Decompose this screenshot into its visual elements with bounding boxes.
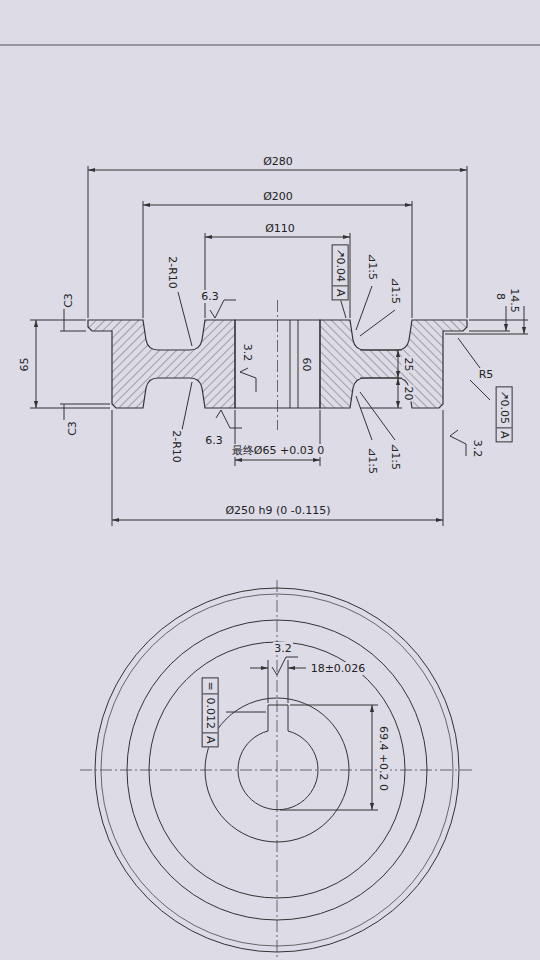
frame-cell: A bbox=[333, 285, 348, 300]
frame-cell: 0.012 bbox=[203, 693, 218, 732]
dimension-label: 最终Ø65 +0.03 0 bbox=[231, 444, 325, 457]
frame-cell: ↗0.05 bbox=[497, 387, 512, 427]
frame-cell: = bbox=[203, 678, 218, 693]
dimension-label: C3 bbox=[66, 420, 79, 437]
dimension-label: ⊿1:5 bbox=[388, 276, 401, 305]
dimension-label: 69.4 +0.2 0 bbox=[377, 724, 390, 791]
dimension-label: Ø200 bbox=[262, 190, 294, 203]
dimension-label: ⊿1:5 bbox=[365, 252, 378, 281]
dimension-label: 2-R10 bbox=[169, 429, 182, 464]
dimension-label: 65 bbox=[18, 356, 31, 372]
dimension-label: R5 bbox=[478, 368, 495, 381]
frame-cell: ↗0.04 bbox=[333, 245, 348, 285]
dimension-label: 20 bbox=[402, 385, 415, 401]
dimension-label: Ø280 bbox=[262, 155, 294, 168]
frame-cell: A bbox=[203, 732, 218, 747]
dimension-label: 6.3 bbox=[200, 290, 220, 303]
dimension-label: 14.5 bbox=[508, 287, 521, 314]
dimension-label: ⊿1:5 bbox=[388, 442, 401, 471]
dimension-label: 25 bbox=[402, 356, 415, 372]
dimension-label: 3.2 bbox=[242, 342, 255, 362]
tolerance-frame: ↗0.04A bbox=[332, 244, 349, 300]
dimension-label: 3.2 bbox=[273, 642, 293, 655]
dimension-label: 8 bbox=[494, 292, 507, 301]
frame-cell: A bbox=[497, 427, 512, 442]
dimension-label: 60 bbox=[300, 356, 313, 372]
tolerance-frame: =0.012A bbox=[202, 677, 219, 747]
dimension-label: 6.3 bbox=[204, 434, 224, 447]
dimension-label: Ø110 bbox=[264, 222, 296, 235]
tolerance-frame: ↗0.05A bbox=[496, 386, 513, 442]
dimension-label: ⊿1:5 bbox=[365, 446, 378, 475]
dimension-label: Ø250 h9 (0 -0.115) bbox=[224, 504, 331, 517]
dimension-label: 3.2 bbox=[472, 438, 485, 458]
dimension-label: C3 bbox=[62, 292, 75, 309]
dimension-label: 2-R10 bbox=[165, 255, 178, 290]
dimension-label: 18±0.026 bbox=[310, 662, 367, 675]
